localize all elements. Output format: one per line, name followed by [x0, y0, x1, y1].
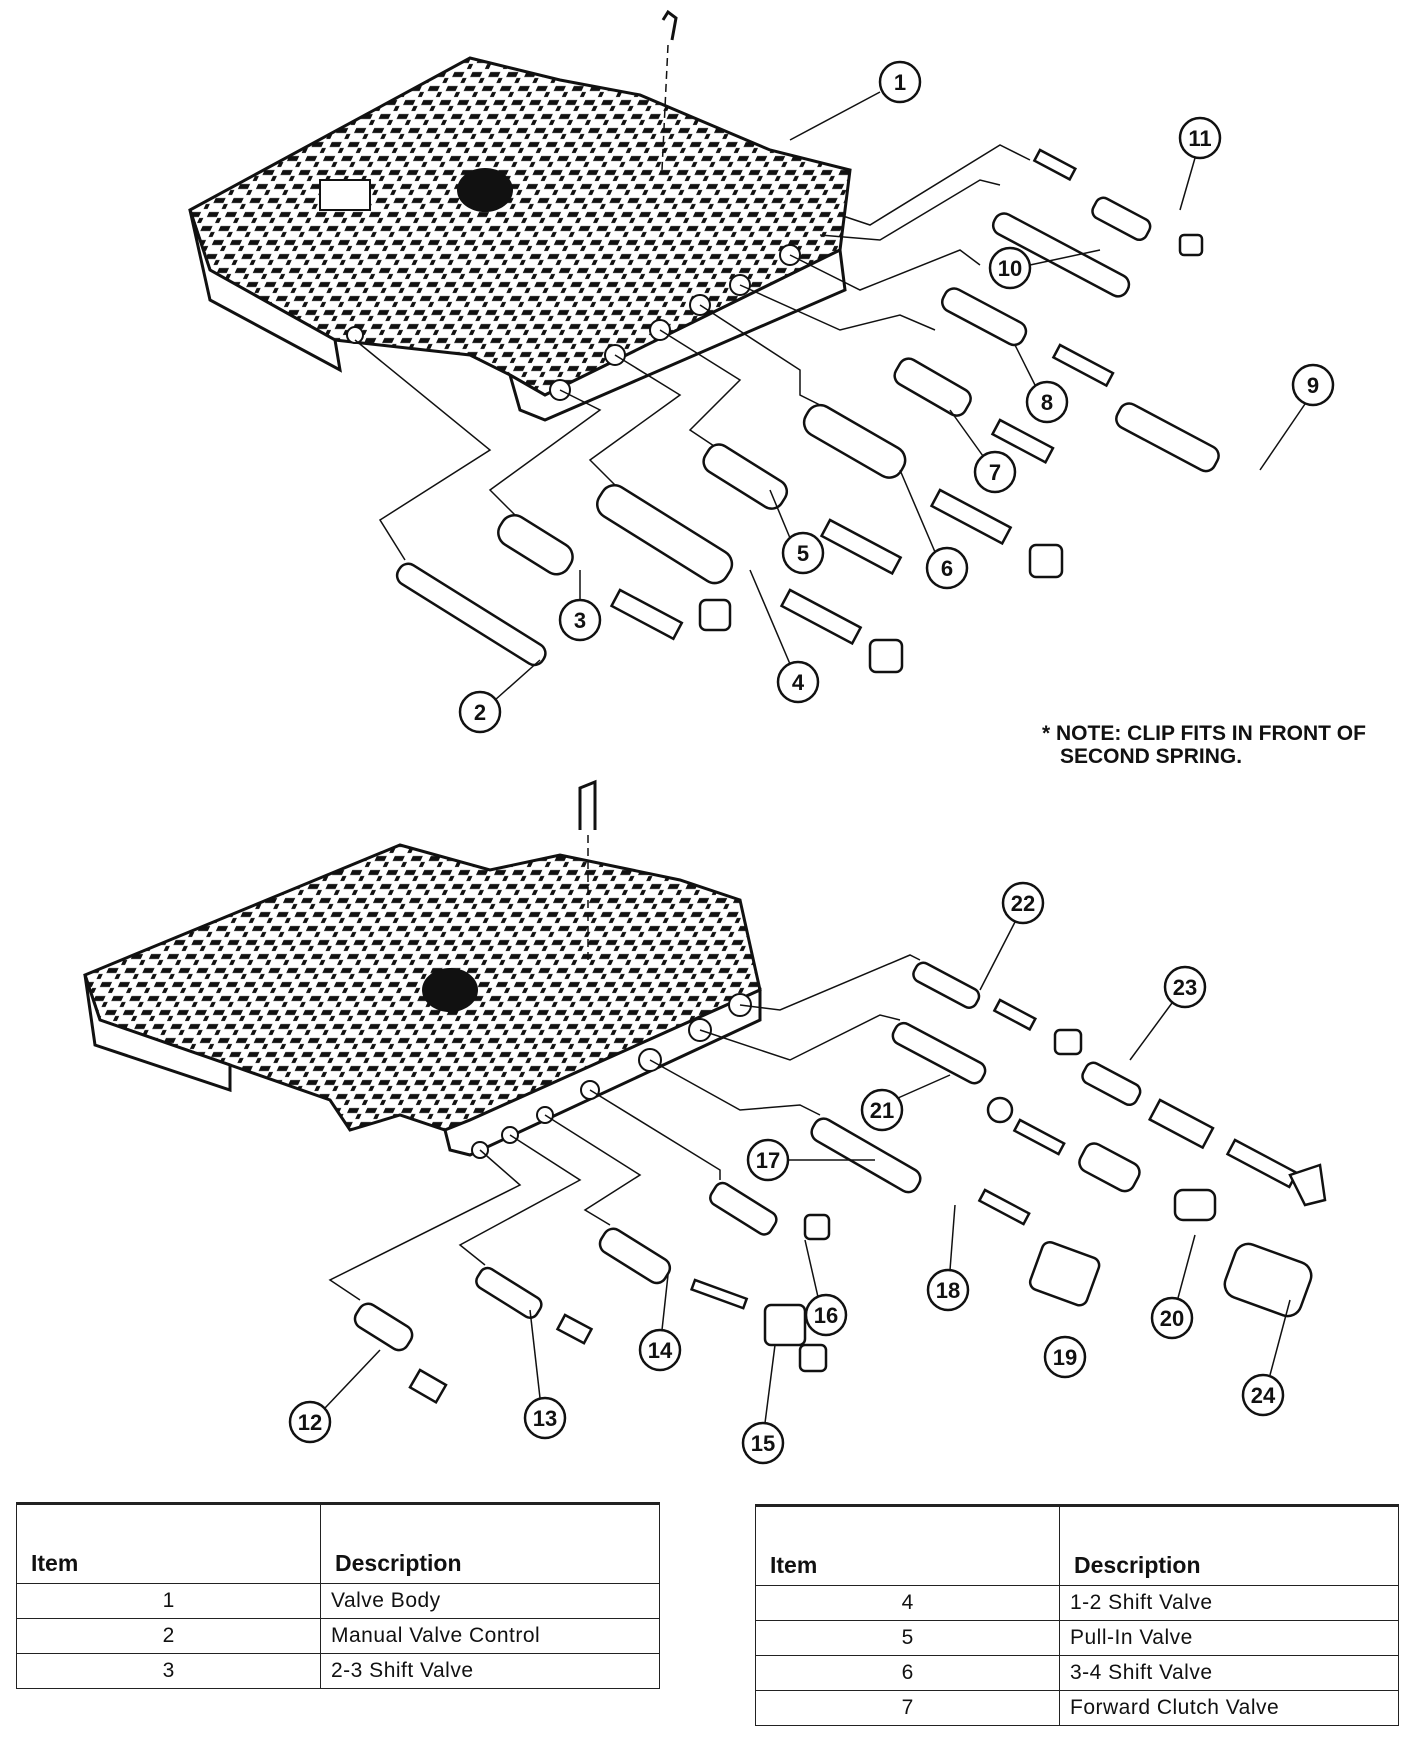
- callout-16: 16: [804, 1239, 848, 1337]
- valve-body-upper: [188, 56, 852, 422]
- note-line-2: SECOND SPRING.: [1060, 745, 1243, 768]
- assembly-note: * NOTE: CLIP FITS IN FRONT OF SECOND SPR…: [1042, 722, 1402, 768]
- callout-19: 19: [1043, 1335, 1087, 1379]
- valve-parts-upper: [395, 148, 1220, 674]
- callout-7: 7: [949, 409, 1017, 494]
- item-description: Forward Clutch Valve: [1059, 1690, 1399, 1726]
- callout-15: 15: [741, 1344, 785, 1465]
- legend-table-left: Item Description 1 Valve Body 2 Manual V…: [16, 1502, 660, 1689]
- item-number: 6: [755, 1655, 1060, 1691]
- callout-2: 2: [458, 659, 541, 734]
- callout-8: 8: [1014, 344, 1069, 424]
- svg-text:2: 2: [474, 700, 486, 725]
- callout-23: 23: [1129, 965, 1207, 1061]
- item-description: 2-3 Shift Valve: [320, 1653, 660, 1689]
- table-row: 3 2-3 Shift Valve: [16, 1653, 660, 1689]
- table-row: 6 3-4 Shift Valve: [755, 1655, 1399, 1691]
- callout-5: 5: [769, 489, 825, 575]
- svg-text:8: 8: [1041, 390, 1053, 415]
- legend-header: Item Description: [16, 1502, 660, 1584]
- svg-text:17: 17: [756, 1148, 780, 1173]
- item-number: 7: [755, 1690, 1060, 1726]
- legend-table-right: Item Description 4 1-2 Shift Valve 5 Pul…: [755, 1504, 1399, 1726]
- svg-text:6: 6: [941, 556, 953, 581]
- item-number: 2: [16, 1618, 321, 1654]
- item-description: 3-4 Shift Valve: [1059, 1655, 1399, 1691]
- clip-lower: [578, 779, 597, 960]
- svg-text:12: 12: [298, 1410, 322, 1435]
- svg-text:24: 24: [1251, 1383, 1276, 1408]
- callout-24: 24: [1241, 1299, 1291, 1417]
- callout-13: 13: [523, 1309, 567, 1440]
- item-column-header: Item: [755, 1504, 1060, 1586]
- item-description: Pull-In Valve: [1059, 1620, 1399, 1656]
- svg-text:7: 7: [989, 460, 1001, 485]
- callout-22: 22: [979, 881, 1045, 991]
- callout-11: 11: [1178, 116, 1222, 211]
- svg-text:18: 18: [936, 1278, 960, 1303]
- callout-21: 21: [860, 1074, 951, 1132]
- svg-text:9: 9: [1307, 373, 1319, 398]
- item-number: 4: [755, 1585, 1060, 1621]
- callout-6: 6: [899, 469, 969, 590]
- callout-1: 1: [789, 60, 922, 141]
- svg-text:5: 5: [797, 541, 809, 566]
- svg-text:22: 22: [1011, 891, 1035, 916]
- legend-header: Item Description: [755, 1504, 1399, 1586]
- svg-text:23: 23: [1173, 975, 1197, 1000]
- table-row: 4 1-2 Shift Valve: [755, 1585, 1399, 1621]
- callout-9: 9: [1259, 363, 1335, 471]
- callout-3: 3: [558, 570, 602, 642]
- item-column-header: Item: [16, 1502, 321, 1584]
- callout-20: 20: [1150, 1234, 1196, 1340]
- description-column-header: Description: [320, 1502, 660, 1584]
- table-row: 1 Valve Body: [16, 1583, 660, 1619]
- svg-text:15: 15: [751, 1431, 775, 1456]
- description-column-header: Description: [1059, 1504, 1399, 1586]
- svg-text:10: 10: [998, 256, 1022, 281]
- item-description: Valve Body: [320, 1583, 660, 1619]
- valve-body-lower: [83, 843, 762, 1159]
- callout-10: 10: [988, 246, 1101, 290]
- svg-text:3: 3: [574, 608, 586, 633]
- item-number: 5: [755, 1620, 1060, 1656]
- callout-14: 14: [638, 1274, 682, 1372]
- note-line-1: * NOTE: CLIP FITS IN FRONT OF: [1042, 722, 1366, 745]
- svg-text:11: 11: [1188, 126, 1211, 151]
- svg-text:4: 4: [792, 670, 805, 695]
- table-row: 5 Pull-In Valve: [755, 1620, 1399, 1656]
- svg-text:14: 14: [648, 1338, 673, 1363]
- svg-text:16: 16: [814, 1303, 838, 1328]
- table-row: 7 Forward Clutch Valve: [755, 1690, 1399, 1726]
- svg-text:19: 19: [1053, 1345, 1077, 1370]
- item-number: 3: [16, 1653, 321, 1689]
- callout-4: 4: [749, 569, 820, 704]
- item-description: Manual Valve Control: [320, 1618, 660, 1654]
- leader-lines-lower: [328, 954, 921, 1301]
- clip-upper: [661, 9, 678, 171]
- valve-parts-lower: [353, 961, 1327, 1405]
- callout-18: 18: [926, 1204, 970, 1312]
- svg-text:1: 1: [894, 70, 906, 95]
- table-row: 2 Manual Valve Control: [16, 1618, 660, 1654]
- callout-17: 17: [746, 1138, 875, 1182]
- svg-text:13: 13: [533, 1406, 557, 1431]
- callout-12: 12: [288, 1349, 381, 1444]
- svg-text:21: 21: [870, 1098, 894, 1123]
- leader-lines-upper: [354, 144, 1031, 561]
- item-number: 1: [16, 1583, 321, 1619]
- exploded-view-diagram: 1 2 3 4 5 6 7 8 9 10 11 12 13 14 15 16 1…: [83, 9, 1335, 1465]
- item-description: 1-2 Shift Valve: [1059, 1585, 1399, 1621]
- svg-text:20: 20: [1160, 1306, 1184, 1331]
